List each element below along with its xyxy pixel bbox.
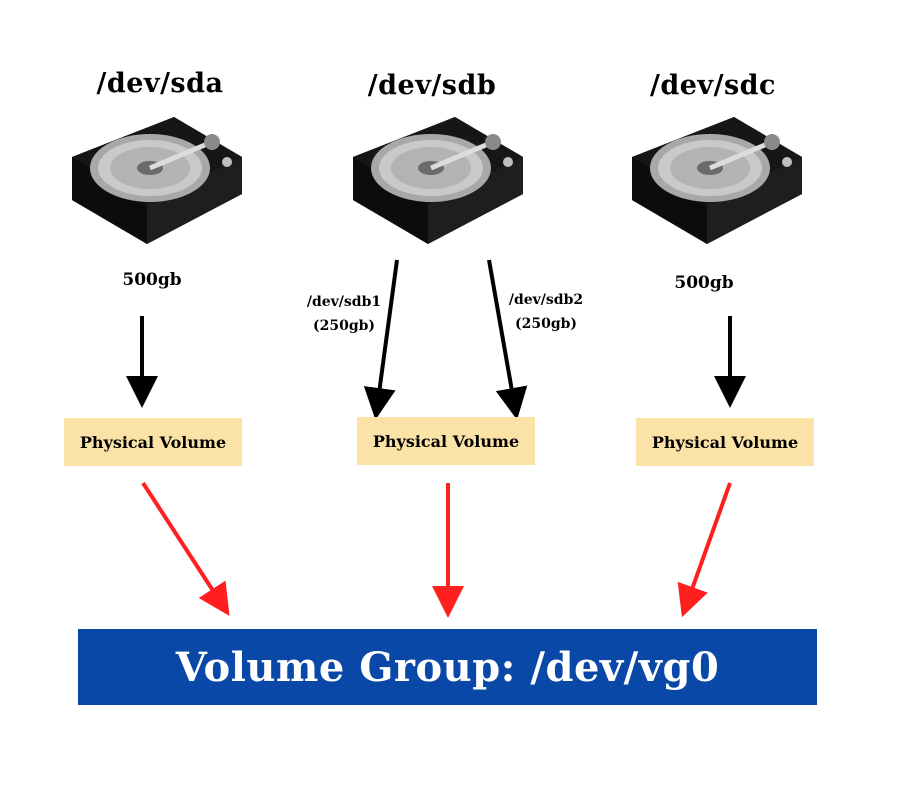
volume-group-box: Volume Group: /dev/vg0 [78,629,817,705]
volume-group-label: Volume Group: /dev/vg0 [175,643,720,691]
physical-volume-sdc: Physical Volume [636,418,814,466]
partition-size: (250gb) [514,316,578,332]
hard-drive-icon [632,117,802,244]
disk-title-sda: /dev/sda [96,68,224,99]
partition-name: /dev/sdb1 [306,294,382,310]
arrow-pv1-to-vg [141,481,230,617]
disk-size-sda: 500gb [122,270,182,290]
arrow-pv3-to-vg [677,482,732,618]
arrow-sdb2-to-pv [487,259,528,420]
physical-volume-sda: Physical Volume [64,418,242,466]
partition-label-sdb1: /dev/sdb1 (250gb) [289,290,399,338]
disk-title-sdc: /dev/sdc [650,70,776,101]
physical-volume-sdb: Physical Volume [357,417,535,465]
partition-name: /dev/sdb2 [508,292,584,308]
disk-title-sdb: /dev/sdb [367,70,497,101]
hard-drive-icon [353,117,523,244]
partition-size: (250gb) [312,318,376,334]
partition-label-sdb2: /dev/sdb2 (250gb) [491,288,601,336]
disk-size-sdc: 500gb [674,273,734,293]
arrow-sdb1-to-pv [363,259,399,420]
hard-drive-icon [72,117,242,244]
